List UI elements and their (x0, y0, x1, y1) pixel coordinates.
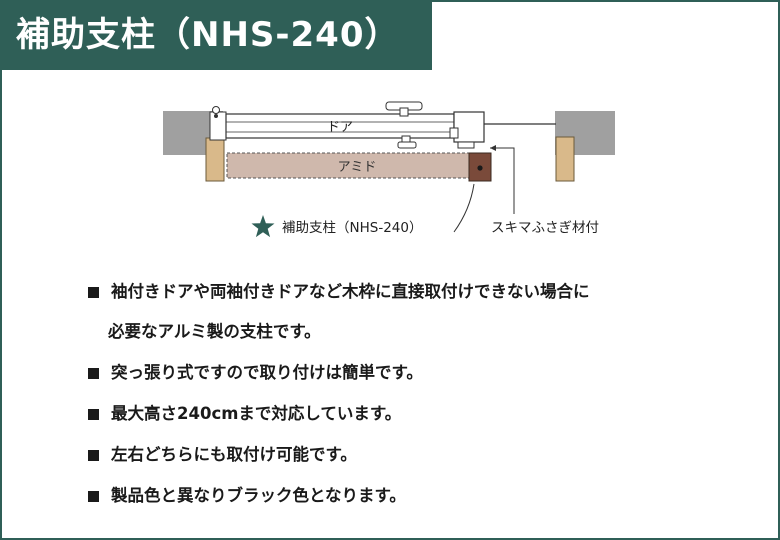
feature-list: 袖付きドアや両袖付きドアなど木枠に直接取付けできない場合に 必要なアルミ製の支柱… (88, 282, 728, 527)
right-wood-frame (555, 136, 575, 182)
hinge-plate (209, 111, 227, 141)
page-title: 補助支柱（NHS-240） (0, 0, 432, 70)
list-item: 最大高さ240cmまで対応しています。 (88, 404, 728, 424)
bullet-square-icon (88, 450, 99, 461)
bullet-square-icon (88, 491, 99, 502)
post-leader (453, 183, 475, 233)
bullet-text: 製品色と異なりブラック色となります。 (111, 486, 406, 505)
list-item: 突っ張り式ですので取り付けは簡単です。 (88, 363, 728, 383)
list-item: 袖付きドアや両袖付きドアなど木枠に直接取付けできない場合に 必要なアルミ製の支柱… (88, 282, 728, 342)
latch-block (453, 111, 485, 143)
list-item: 左右どちらにも取付け可能です。 (88, 445, 728, 465)
bullet-square-icon (88, 287, 99, 298)
door-label: ドア (327, 120, 353, 135)
installation-diagram: ドア アミド 補助支柱（NHS-240） スキマふさぎ材付 (163, 101, 615, 238)
bullet-square-icon (88, 409, 99, 420)
seal-leader (490, 147, 515, 214)
left-wood-frame (205, 137, 225, 182)
list-item: 製品色と異なりブラック色となります。 (88, 486, 728, 506)
post-callout: 補助支柱（NHS-240） (282, 220, 422, 236)
door-panel (225, 113, 455, 139)
star-icon (251, 215, 275, 238)
bullet-text: 突っ張り式ですので取り付けは簡単です。 (111, 363, 423, 382)
bullet-text: 左右どちらにも取付け可能です。 (111, 445, 357, 464)
bullet-square-icon (88, 368, 99, 379)
bullet-text: 最大高さ240cmまで対応しています。 (111, 404, 402, 423)
bullet-text: 袖付きドアや両袖付きドアなど木枠に直接取付けできない場合に (111, 282, 590, 301)
screen-label: アミド (338, 160, 377, 175)
screen-door (226, 152, 470, 179)
bullet-text-continued: 必要なアルミ製の支柱です。 (108, 322, 321, 341)
seal-callout: スキマふさぎ材付 (491, 220, 599, 236)
